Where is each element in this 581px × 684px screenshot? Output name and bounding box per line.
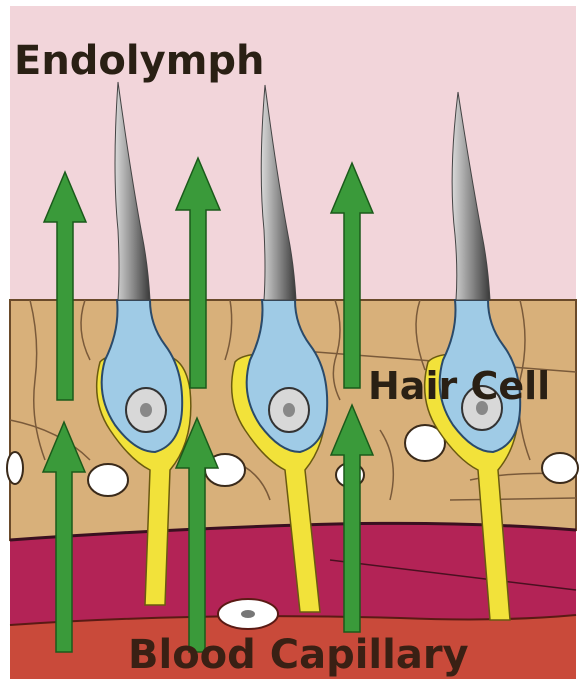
label-blood-capillary: Blood Capillary (128, 632, 469, 678)
label-hair-cell: Hair Cell (368, 364, 550, 408)
label-endolymph: Endolymph (14, 38, 265, 84)
red-blood-cell (218, 599, 278, 629)
